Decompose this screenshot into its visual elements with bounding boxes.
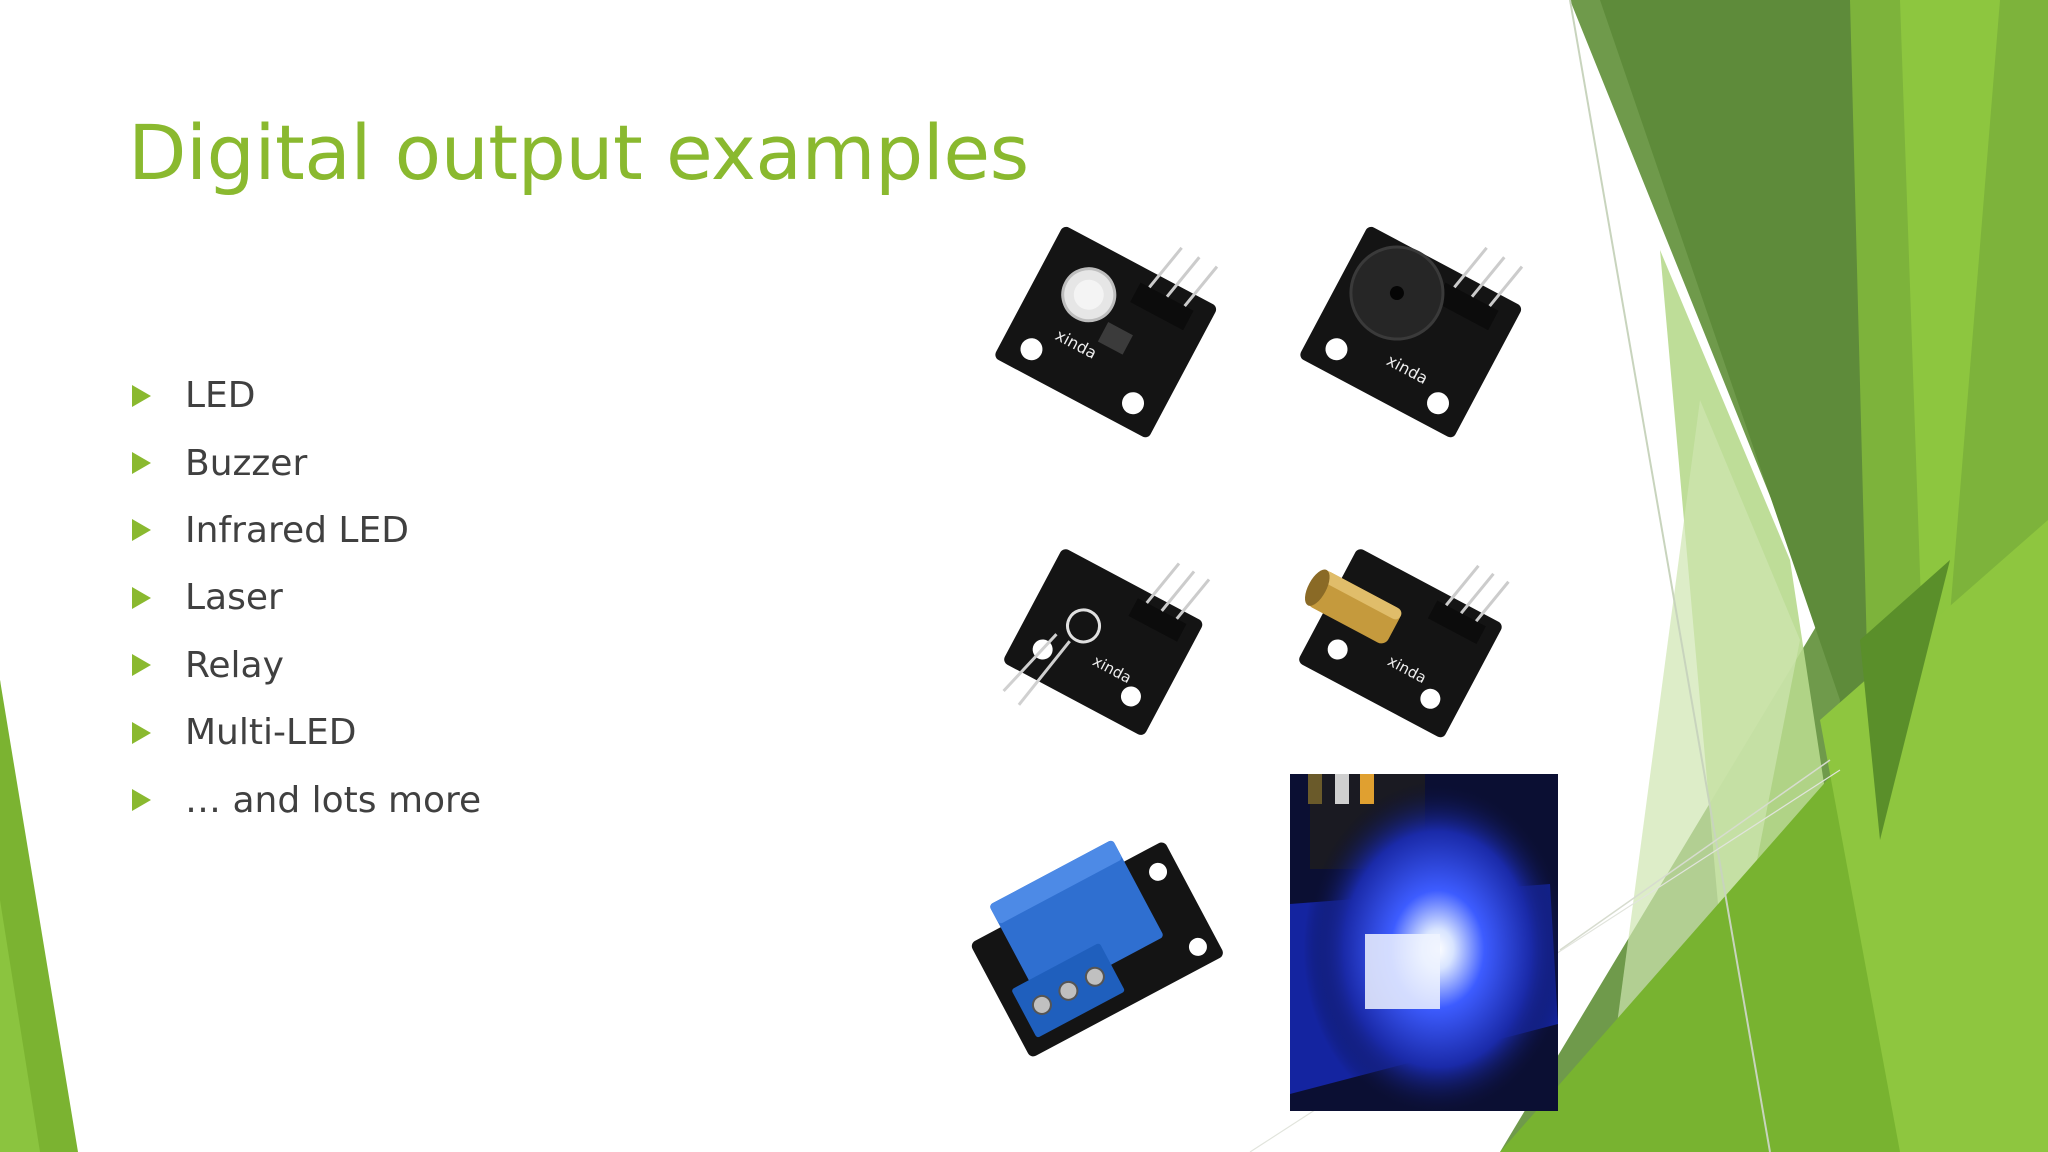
bullet-arrow-icon [132, 721, 151, 744]
bullet-text: Buzzer [185, 442, 308, 484]
bullet-list: LED Buzzer Infrared LED Laser Relay Mult… [130, 362, 481, 834]
bullet-text: Relay [185, 644, 284, 686]
bullet-text: LED [185, 375, 256, 417]
relay-module-photo [971, 840, 1223, 1057]
multi-led-photo-graphic [1290, 774, 1558, 1111]
slide-title: Digital output examples [128, 108, 1029, 197]
bullet-arrow-icon [132, 452, 151, 475]
bullet-item-buzzer: Buzzer [130, 429, 481, 496]
bullet-arrow-icon [132, 519, 151, 542]
bullet-item-more: … and lots more [130, 766, 481, 833]
multi-led-module-photo [1290, 774, 1558, 1111]
bullet-arrow-icon [132, 384, 151, 407]
bullet-arrow-icon [132, 654, 151, 677]
bullet-text: Laser [185, 577, 283, 619]
bullet-text: Multi-LED [185, 712, 357, 754]
bullet-item-led: LED [130, 362, 481, 429]
bullet-item-multi-led: Multi-LED [130, 699, 481, 766]
laser-module-photo: xinda [1299, 549, 1510, 738]
bullet-arrow-icon [132, 586, 151, 609]
buzzer-module-photo: xinda [1300, 226, 1524, 438]
bullet-arrow-icon [132, 789, 151, 812]
led-module-photo: xinda [995, 226, 1219, 438]
infrared-led-module-photo: xinda [1002, 549, 1211, 735]
bullet-text: … and lots more [185, 779, 482, 821]
bullet-item-laser: Laser [130, 564, 481, 631]
bullet-item-relay: Relay [130, 632, 481, 699]
bullet-text: Infrared LED [185, 509, 409, 551]
bullet-item-infrared-led: Infrared LED [130, 497, 481, 564]
